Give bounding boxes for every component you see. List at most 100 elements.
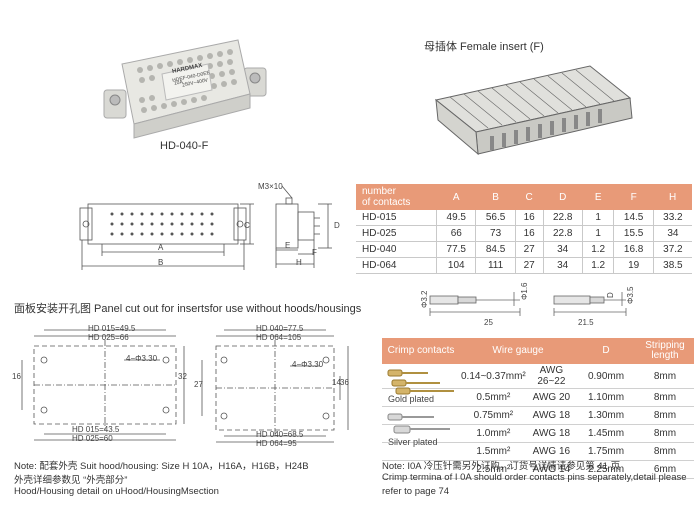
cell-mm2: 1.5mm² — [460, 442, 527, 461]
dim-d-label: D — [334, 221, 340, 230]
right-dim-36: 36 — [340, 378, 349, 387]
header-of-contacts-text: of contacts — [362, 197, 411, 208]
header-d: D — [576, 338, 636, 364]
pin-dia-label-2: Φ1.6 — [520, 282, 529, 300]
cell-c: 27 — [515, 241, 544, 258]
cell-a: 77.5 — [436, 241, 477, 258]
table-row: 2.5mm² AWG 14 2.25mm 6mm — [382, 460, 694, 479]
note-right-2: Crimp termina of I 0A should order conta… — [382, 472, 687, 483]
row-model: HD-025 — [356, 225, 438, 242]
technical-drawing — [78, 178, 354, 278]
cell-mm2: 2.5mm² — [460, 460, 527, 479]
crimp-image-cell — [382, 460, 460, 479]
header-f: F — [613, 184, 654, 210]
cell-d: 1.75mm — [576, 442, 636, 461]
table-row: HD-040 77.5 84.5 27 34 1.2 16.8 37.2 — [356, 241, 692, 258]
cell-b: 56.5 — [475, 210, 516, 226]
cell-h: 37.2 — [663, 244, 683, 255]
row-model: HD-064 — [356, 257, 438, 274]
cell-d: 1.10mm — [576, 388, 636, 407]
dimension-table: number of contacts A B C D E F H HD-015 … — [356, 184, 692, 274]
cell-awg: AWG 14 — [526, 460, 576, 479]
cell-f: 15.5 — [613, 225, 654, 242]
right-dim-14: 14 — [332, 378, 341, 387]
left-bot-1: HD 015=43.5 — [72, 425, 120, 434]
female-insert-drawing — [430, 58, 660, 168]
cell-d: 1.45mm — [576, 424, 636, 443]
cell-a: 49.5 — [436, 210, 477, 226]
note-left-1: Note: 配套外壳 Suit hood/housing: Size H 10A… — [14, 461, 309, 472]
cell-d: 0.90mm — [576, 364, 636, 389]
table-row: 0.75mm² AWG 18 1.30mm 8mm — [382, 406, 694, 425]
left-top-1: HD 015=49.5 — [88, 324, 136, 333]
cell-awg: AWG 18 — [526, 424, 576, 443]
header-number-text: number — [362, 186, 396, 197]
cell-awg: AWG 16 — [526, 442, 576, 461]
cell-a: 66 — [436, 225, 477, 242]
dim-e-label: E — [285, 241, 291, 250]
cell-d: 22.8 — [543, 210, 583, 226]
row-model: HD-040 — [356, 241, 438, 258]
cell-h: 38.5 — [663, 260, 683, 271]
crimp-image-cell — [382, 406, 460, 425]
cell-h: 34 — [667, 228, 679, 239]
header-h: H — [653, 184, 692, 210]
left-dim-32: 32 — [178, 372, 187, 381]
left-top-2: HD 025=66 — [88, 333, 129, 342]
cell-c: 16 — [515, 210, 544, 226]
cell-e: 1.2 — [582, 257, 615, 274]
cell-d: 1.30mm — [576, 406, 636, 425]
gold-pins-image — [384, 366, 458, 396]
connector-photo — [100, 28, 270, 140]
cell-f: 19 — [613, 257, 654, 274]
panel-cutout-title: 面板安装开孔图 Panel cut out for insertsfor use… — [14, 303, 362, 315]
cell-a: 104 — [436, 257, 477, 274]
left-dim-16: 16 — [12, 372, 21, 381]
dim-a-label: A — [158, 243, 164, 252]
header-e: E — [582, 184, 614, 210]
cell-b: 84.5 — [475, 241, 516, 258]
crimp-table-header: Crimp contacts Wire gauge D Stripping le… — [382, 338, 694, 364]
gold-plated-label: Gold plated — [388, 394, 435, 404]
silver-plated-label: Silver plated — [388, 437, 438, 447]
insert-title: 母插体 Female insert (F) — [424, 41, 544, 53]
table-row: 1.5mm² AWG 16 1.75mm 8mm — [382, 442, 694, 461]
cell-length: 8mm — [636, 442, 694, 461]
cell-awg: AWG 18 — [526, 406, 576, 425]
table-row: HD-064 104 111 27 34 1.2 19 38.5 — [356, 257, 692, 274]
note-left-3: Hood/Housing detail on uHood/HousingMsec… — [14, 486, 219, 497]
header-b: B — [475, 184, 516, 210]
cell-f: 14.5 — [613, 210, 654, 226]
cell-c: 27 — [515, 257, 544, 274]
cell-e: 1.2 — [582, 241, 615, 258]
table-row: 1.0mm² AWG 18 1.45mm 8mm — [382, 424, 694, 443]
cell-f: 16.8 — [613, 241, 654, 258]
cell-d: 2.25mm — [576, 460, 636, 479]
note-right-1: Note: I0A 冷压针需另外订购，订货号详情请参见第 41 页 — [382, 461, 621, 472]
panel-cutout-right — [194, 322, 354, 444]
header-a: A — [436, 184, 476, 210]
dimension-table-header: number of contacts A B C D E F H — [356, 184, 692, 210]
model-label: HD-040-F — [160, 140, 209, 152]
cell-mm2: 0.75mm² — [460, 406, 527, 425]
table-row: 0.5mm² AWG 20 1.10mm 8mm — [382, 388, 694, 407]
right-dim-27: 27 — [194, 380, 203, 389]
cell-length: 8mm — [636, 406, 694, 425]
dim-f-label: F — [312, 248, 317, 257]
pin-drawing-left — [420, 286, 540, 328]
panel-cutout-left — [14, 322, 190, 444]
table-row: HD-025 66 73 16 22.8 1 15.5 34 — [356, 225, 692, 242]
cell-mm2: 1.0mm² — [460, 424, 527, 443]
pin-d-label: D — [606, 292, 615, 298]
note-right-3: refer to page 74 — [382, 486, 450, 497]
row-model: HD-015 — [356, 210, 438, 226]
table-row: 0.14~0.37mm² AWG 26~22 0.90mm 8mm — [382, 364, 694, 389]
pin-len-label-1: 25 — [484, 318, 493, 327]
right-top-2: HD 064=105 — [256, 333, 302, 342]
cell-awg: AWG 20 — [526, 388, 576, 407]
right-top-1: HD 040=77.5 — [256, 324, 304, 333]
dim-h-label: H — [296, 258, 302, 267]
cell-b: 111 — [475, 257, 516, 274]
pin-drawing-right — [552, 286, 642, 328]
cell-length: 8mm — [636, 424, 694, 443]
